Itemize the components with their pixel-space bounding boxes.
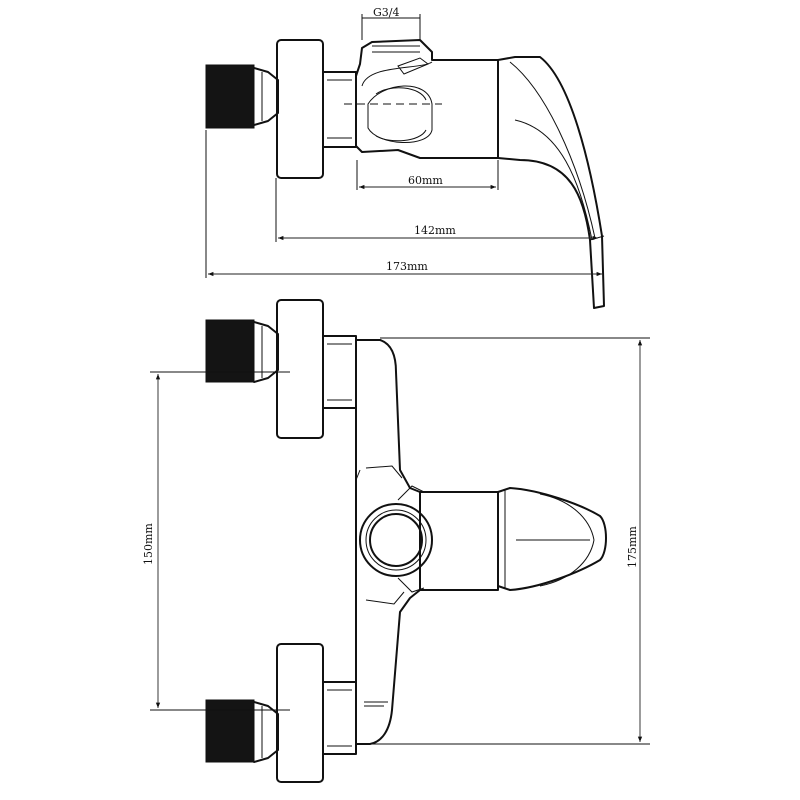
front-upper-inlet-thread (205, 319, 279, 383)
top-hex-nut (322, 71, 357, 148)
front-upper-flange (276, 299, 324, 439)
top-wall-flange (276, 39, 324, 179)
front-lower-flange (276, 643, 324, 783)
top-inlet-thread (205, 64, 279, 129)
dimension-label-60: 60mm (408, 174, 443, 187)
dimension-label-175: 175mm (626, 526, 639, 568)
top-lever-handle (497, 56, 605, 309)
thread-label: G3/4 (373, 6, 400, 19)
front-lower-inlet-thread (205, 699, 279, 763)
dimension-label-142: 142mm (414, 224, 456, 237)
dimension-label-150: 150mm (142, 523, 155, 565)
top-view: G3/4 60mm 142mm 173mm (205, 6, 605, 309)
front-lower-hex-nut (322, 681, 357, 755)
front-outlet-ring (359, 503, 433, 577)
front-cartridge-housing (397, 485, 499, 593)
front-lever-handle (497, 487, 607, 591)
top-valve-body (355, 39, 499, 159)
front-view: 150mm 175mm (142, 299, 650, 783)
dimension-label-173: 173mm (386, 260, 428, 273)
front-upper-hex-nut (322, 335, 357, 409)
